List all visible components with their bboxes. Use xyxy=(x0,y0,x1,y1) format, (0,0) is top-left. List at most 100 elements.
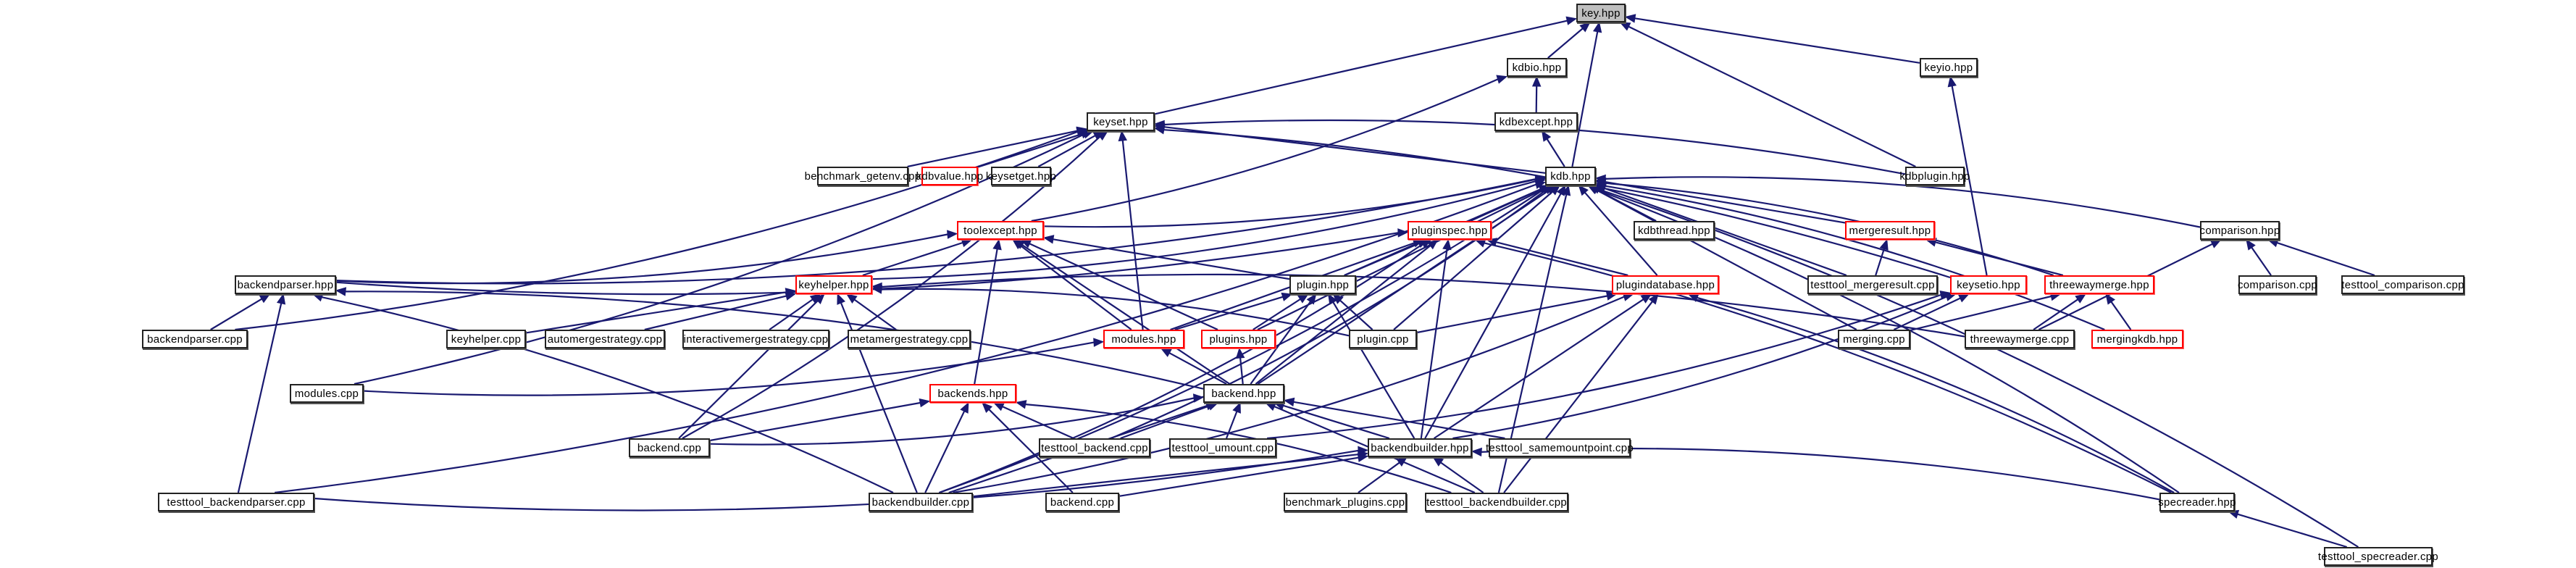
arrowhead-icon xyxy=(1957,293,1970,303)
node-label: automergestrategy.cpp xyxy=(547,333,663,346)
graph-node-specreader-hpp[interactable]: specreader.hpp xyxy=(2158,493,2236,511)
graph-node-keysetget-hpp[interactable]: keysetget.hpp xyxy=(986,167,1056,185)
graph-node-testtool-backend-cpp[interactable]: testtool_backend.cpp xyxy=(1039,438,1150,457)
arrowhead-icon xyxy=(1442,238,1452,251)
arrowhead-icon xyxy=(1432,456,1444,467)
graph-node-keyset-hpp[interactable]: keyset.hpp xyxy=(1087,112,1155,131)
node-label: keysetget.hpp xyxy=(985,170,1057,183)
graph-node-keysetio-hpp[interactable]: keysetio.hpp xyxy=(1950,275,2027,294)
graph-node-keyhelper-hpp[interactable]: keyhelper.hpp xyxy=(795,275,872,294)
include-edge xyxy=(1174,296,1284,331)
include-edge xyxy=(1283,404,1390,440)
node-label: mergeresult.hpp xyxy=(1849,224,1931,237)
graph-node-automergestrategy-cpp[interactable]: automergestrategy.cpp xyxy=(545,330,665,348)
graph-node-kdb-hpp[interactable]: kdb.hpp xyxy=(1545,167,1596,185)
graph-node-kdbio-hpp[interactable]: kdbio.hpp xyxy=(1507,58,1567,77)
arrowhead-icon xyxy=(2075,293,2086,304)
arrowhead-icon xyxy=(992,238,1002,251)
graph-node-modules-hpp[interactable]: modules.hpp xyxy=(1103,330,1184,348)
include-edge xyxy=(972,454,1359,498)
arrowhead-icon xyxy=(1153,125,1166,135)
graph-node-testtool-mergeresult-cpp[interactable]: testtool_mergeresult.cpp xyxy=(1807,275,1938,294)
graph-node-kdbthread-hpp[interactable]: kdbthread.hpp xyxy=(1634,221,1715,240)
arrowhead-icon xyxy=(1531,75,1542,87)
node-label: kdbexcept.hpp xyxy=(1499,115,1573,128)
arrowhead-icon xyxy=(2105,293,2116,305)
arrowhead-icon xyxy=(871,282,882,292)
graph-node-toolexcept-hpp[interactable]: toolexcept.hpp xyxy=(957,221,1044,240)
include-edge xyxy=(1424,193,1562,439)
graph-node-plugin-cpp[interactable]: plugin.cpp xyxy=(1349,330,1417,348)
node-label: kdbplugin.hpp xyxy=(1899,170,1970,183)
graph-node-interactivemergestrategy-cpp[interactable]: interactivemergestrategy.cpp xyxy=(682,330,829,348)
graph-node-mergingkdb-hpp[interactable]: mergingkdb.hpp xyxy=(2091,330,2183,348)
arrowhead-icon xyxy=(982,402,993,413)
graph-node-plugin-hpp[interactable]: plugin.hpp xyxy=(1289,275,1356,294)
include-edge xyxy=(1293,401,1505,440)
arrowhead-icon xyxy=(1541,185,1553,194)
graph-node-testtool-comparison-cpp[interactable]: testtool_comparison.cpp xyxy=(2341,275,2464,294)
graph-node-testtool-samemountpoint-cpp[interactable]: testtool_samemountpoint.cpp xyxy=(1486,438,1634,457)
graph-node-merging-cpp[interactable]: merging.cpp xyxy=(1838,330,1910,348)
include-edge xyxy=(840,302,918,493)
node-label: kdbthread.hpp xyxy=(1638,224,1710,237)
include-edge xyxy=(1253,298,1301,330)
graph-node-backendparser-cpp[interactable]: backendparser.cpp xyxy=(142,330,248,348)
graph-node-keyhelper-cpp[interactable]: keyhelper.cpp xyxy=(446,330,526,348)
arrowhead-icon xyxy=(1020,239,1032,248)
graph-node-threewaymerge-cpp[interactable]: threewaymerge.cpp xyxy=(1965,330,2075,348)
arrowhead-icon xyxy=(335,287,347,296)
graph-node-plugindatabase-hpp[interactable]: plugindatabase.hpp xyxy=(1612,275,1719,294)
graph-node-kdbvalue-hpp[interactable]: kdbvalue.hpp xyxy=(916,167,983,185)
include-edge xyxy=(1358,462,1400,493)
graph-node-testtool-backendbuilder-cpp[interactable]: testtool_backendbuilder.cpp xyxy=(1425,493,1568,511)
graph-node-mergeresult-hpp[interactable]: mergeresult.hpp xyxy=(1845,221,1935,240)
graph-node-backendbuilder-hpp[interactable]: backendbuilder.hpp xyxy=(1368,438,1472,457)
include-edge xyxy=(335,233,948,285)
graph-node-testtool-umount-cpp[interactable]: testtool_umount.cpp xyxy=(1169,438,1276,457)
graph-node-backendbuilder-cpp[interactable]: backendbuilder.cpp xyxy=(869,493,973,511)
arrowhead-icon xyxy=(1357,453,1369,462)
graph-node-modules-cpp[interactable]: modules.cpp xyxy=(290,384,364,403)
node-label: testtool_comparison.cpp xyxy=(2341,278,2464,291)
node-label: testtool_specreader.cpp xyxy=(2317,550,2439,563)
graph-node-plugins-hpp[interactable]: plugins.hpp xyxy=(1201,330,1276,348)
include-edge xyxy=(1250,301,1311,385)
graph-node-metamergestrategy-cpp[interactable]: metamergestrategy.cpp xyxy=(848,330,971,348)
graph-node-backendparser-hpp[interactable]: backendparser.hpp xyxy=(235,275,336,294)
graph-node-kdbexcept-hpp[interactable]: kdbexcept.hpp xyxy=(1494,112,1578,131)
graph-node-backend-hpp[interactable]: backend.hpp xyxy=(1203,384,1284,403)
graph-node-benchmark-plugins-cpp[interactable]: benchmark_plugins.cpp xyxy=(1284,493,1407,511)
include-edge xyxy=(1021,244,1231,385)
arrowhead-icon xyxy=(814,293,825,304)
include-edge xyxy=(314,449,1359,511)
include-edge xyxy=(237,303,283,493)
graph-node-testtool-backendparser-cpp[interactable]: testtool_backendparser.cpp xyxy=(158,493,314,511)
arrowhead-icon xyxy=(1397,228,1409,238)
include-edge xyxy=(1584,192,1658,276)
graph-node-comparison-hpp[interactable]: comparison.hpp xyxy=(2200,221,2280,240)
include-edge xyxy=(2276,242,2375,277)
graph-node-comparison-cpp[interactable]: comparison.cpp xyxy=(2238,275,2317,294)
arrowhead-icon xyxy=(1624,14,1636,23)
graph-node-keyio-hpp[interactable]: keyio.hpp xyxy=(1920,58,1978,77)
graph-node-key-hpp[interactable]: key.hpp xyxy=(1576,4,1626,22)
graph-node-pluginspec-hpp[interactable]: pluginspec.hpp xyxy=(1408,221,1492,240)
graph-node-benchmark-getenv-cpp[interactable]: benchmark_getenv.cpp xyxy=(805,167,921,185)
graph-node-kdbplugin-hpp[interactable]: kdbplugin.hpp xyxy=(1899,167,1970,185)
graph-node-backends-hpp[interactable]: backends.hpp xyxy=(929,384,1016,403)
graph-node-backend-cpp-a[interactable]: backend.cpp xyxy=(629,438,710,457)
graph-node-threewaymerge-hpp[interactable]: threewaymerge.hpp xyxy=(2044,275,2154,294)
include-edge xyxy=(1121,140,1144,330)
node-label: comparison.cpp xyxy=(2237,278,2318,291)
include-edge xyxy=(1547,28,1584,59)
arrowhead-icon xyxy=(311,293,324,302)
include-edge xyxy=(1120,405,1210,440)
node-label: modules.hpp xyxy=(1111,333,1176,346)
graph-node-testtool-specreader-cpp[interactable]: testtool_specreader.cpp xyxy=(2318,547,2438,566)
include-edge xyxy=(1546,138,1565,167)
graph-node-backend-cpp-b[interactable]: backend.cpp xyxy=(1045,493,1119,511)
include-edge xyxy=(2237,513,2348,548)
node-label: benchmark_plugins.cpp xyxy=(1285,496,1405,509)
include-edge xyxy=(1031,78,1499,222)
